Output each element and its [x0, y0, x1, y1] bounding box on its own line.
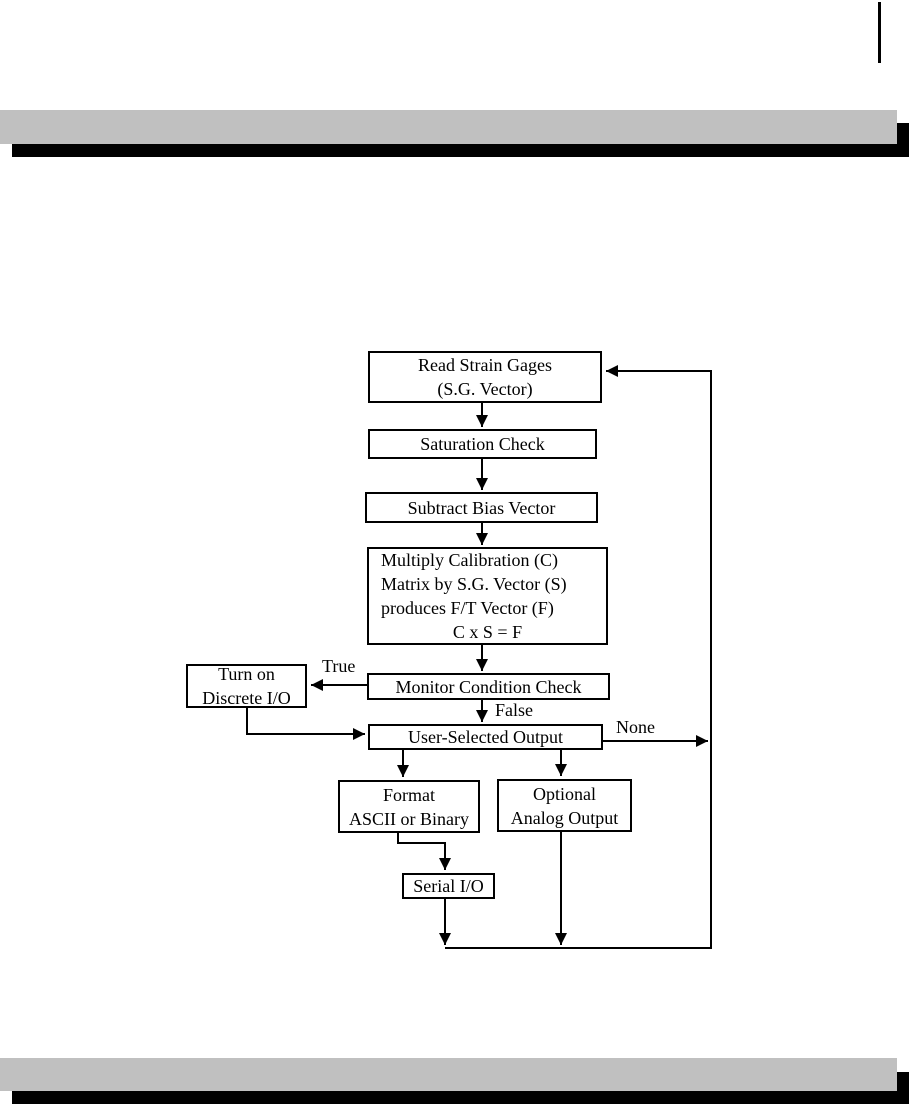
- node-label-line: Saturation Check: [420, 434, 545, 454]
- node-label-line: Analog Output: [510, 807, 619, 828]
- edge-label-none: None: [616, 717, 655, 737]
- flow-node-user-selected-output: User-Selected Output: [368, 724, 603, 750]
- node-label-line: Matrix by S.G. Vector (S): [381, 574, 567, 594]
- flow-node-saturation-check: Saturation Check: [368, 429, 597, 459]
- node-label-line: Multiply Calibration (C): [381, 550, 558, 570]
- node-label-line: Monitor Condition Check: [395, 676, 582, 697]
- node-label-line: ASCII or Binary: [349, 808, 469, 829]
- node-label-line: produces F/T Vector (F): [381, 598, 554, 618]
- node-label-line: Read Strain Gages: [418, 355, 552, 375]
- node-label-line: Subtract Bias Vector: [407, 497, 556, 518]
- edge-feedback-loop: [445, 365, 712, 949]
- node-label-line: Discrete I/O: [202, 688, 291, 708]
- flow-node-multiply-calibration: Multiply Calibration (C) Matrix by S.G. …: [367, 547, 608, 645]
- flow-node-format-ascii-or-binary: Format ASCII or Binary: [338, 780, 480, 833]
- page-edge-rule: [878, 2, 881, 63]
- node-label-line: C x S = F: [452, 622, 523, 642]
- header-bar: [0, 110, 897, 144]
- flow-node-read-strain-gages: Read Strain Gages (S.G. Vector): [368, 351, 602, 403]
- footer-bar: [0, 1058, 897, 1091]
- edge-format-to-serial: [397, 833, 451, 870]
- flow-node-monitor-condition-check: Monitor Condition Check: [367, 673, 610, 700]
- node-label-line: Optional: [533, 783, 596, 804]
- node-label-line: Serial I/O: [413, 876, 484, 896]
- node-label-line: Turn on: [218, 664, 275, 684]
- node-label-line: Format: [383, 784, 435, 805]
- node-label-line: (S.G. Vector): [437, 379, 533, 399]
- node-label-line: User-Selected Output: [407, 727, 564, 747]
- flow-node-optional-analog-output: Optional Analog Output: [497, 779, 632, 832]
- edge-label-false: False: [495, 700, 533, 720]
- edge-turnon-to-userout: [246, 708, 365, 740]
- flow-node-serial-io: Serial I/O: [402, 873, 495, 899]
- edge-label-true: True: [322, 656, 356, 676]
- flow-node-subtract-bias-vector: Subtract Bias Vector: [365, 492, 598, 523]
- flow-node-turn-on-discrete-io: Turn on Discrete I/O: [186, 664, 307, 708]
